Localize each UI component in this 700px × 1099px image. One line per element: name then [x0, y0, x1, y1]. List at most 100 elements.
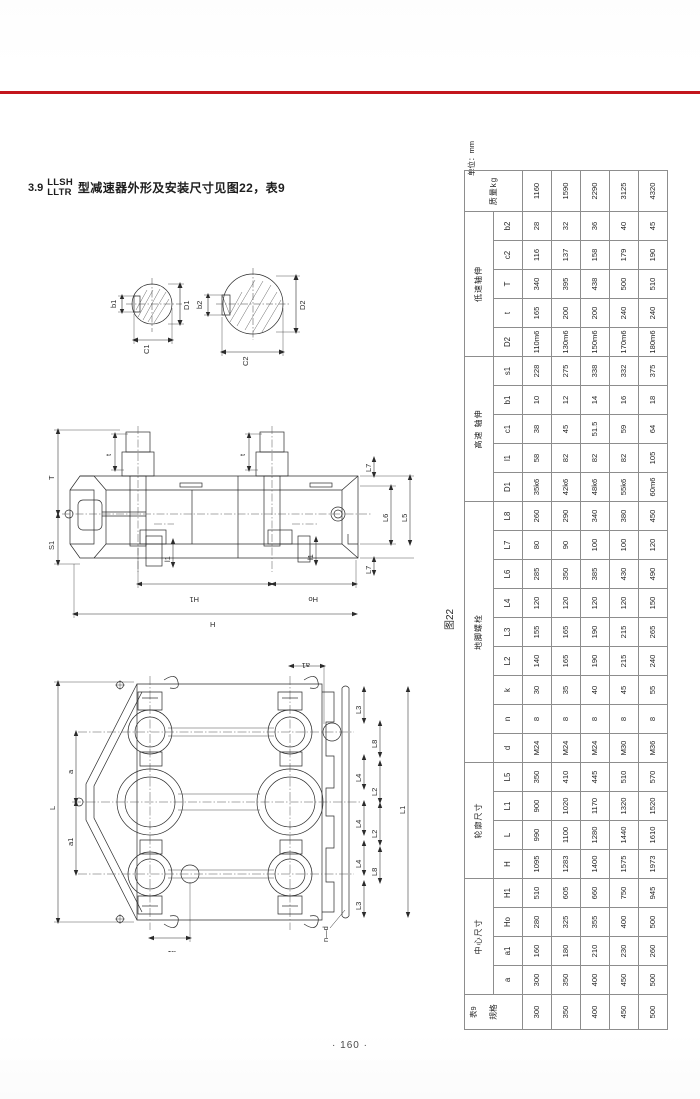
- header-rule: [0, 91, 700, 94]
- spec-cell: 165: [551, 646, 581, 676]
- spec-cell: 8: [522, 704, 552, 734]
- spec-cell: 8: [609, 704, 639, 734]
- spec-cell: 275: [551, 356, 581, 386]
- spec-cell: 150: [638, 588, 668, 618]
- section-heading-text: 型减速器外形及安装尺寸见图22，表9: [77, 181, 286, 196]
- spec-cell: 120: [551, 588, 581, 618]
- model-codes: LLSH LLTR: [47, 178, 73, 198]
- spec-cell: 36: [580, 211, 610, 241]
- dim-label-L8-bottom: L8: [370, 868, 379, 876]
- spec-cell: 8: [580, 704, 610, 734]
- spec-cell: 120: [609, 588, 639, 618]
- spec-column-header: L5: [493, 762, 523, 792]
- spec-column-header: L4: [493, 588, 523, 618]
- model-code-lltr: LLTR: [47, 186, 72, 198]
- spec-column-header: t: [493, 298, 523, 328]
- model-code-llsh: LLSH: [47, 177, 73, 188]
- spec-cell: 355: [580, 907, 610, 937]
- spec-cell: 510: [522, 878, 552, 908]
- spec-cell: 165: [522, 298, 552, 328]
- spec-column-header: T: [493, 269, 523, 299]
- spec-column-header: L1: [493, 791, 523, 821]
- dim-label-D2: D2: [298, 300, 307, 310]
- spec-group-header: 地脚螺栓: [464, 501, 494, 763]
- spec-cell: 350: [551, 559, 581, 589]
- spec-cell: 100: [580, 530, 610, 560]
- spec-cell: 400: [609, 907, 639, 937]
- spec-cell: M24: [580, 733, 610, 763]
- spec-cell: 395: [551, 269, 581, 299]
- spec-cell: 290: [551, 501, 581, 531]
- dim-label-Ho: Ho: [308, 595, 318, 604]
- spec-cell: 500: [638, 965, 668, 995]
- dim-label-L2-2: L2: [370, 830, 379, 838]
- spec-cell: 215: [609, 646, 639, 676]
- spec-column-header: L8: [493, 501, 523, 531]
- spec-cell: 165: [551, 617, 581, 647]
- spec-cell: 240: [638, 298, 668, 328]
- dim-label-D1: D1: [182, 300, 191, 310]
- dim-label-b1: b1: [109, 300, 118, 308]
- spec-cell: 120: [580, 588, 610, 618]
- spec-cell: 3125: [609, 170, 639, 212]
- spec-cell: 445: [580, 762, 610, 792]
- section-heading: 3.9 LLSH LLTR 型减速器外形及安装尺寸见图22，表9: [28, 178, 285, 198]
- spec-cell: 1520: [638, 791, 668, 821]
- spec-cell: 750: [609, 878, 639, 908]
- spec-cell: 338: [580, 356, 610, 386]
- dim-label-L6: L6: [381, 514, 390, 522]
- dim-label-C1: C1: [142, 344, 151, 354]
- spec-cell: 64: [638, 414, 668, 444]
- plan-view-drawing: L a a1 a1 a1 L3 L8 L4 L2 L4 L2 L4 L8 L3 …: [42, 652, 460, 952]
- spec-cell: 130m6: [551, 327, 581, 357]
- elevation-view-drawing: T S1 t t l1 l1 L7 L7 L6 L5 H1 Ho H: [42, 424, 460, 640]
- spec-column-header: d: [493, 733, 523, 763]
- spec-column-header: k: [493, 675, 523, 705]
- spec-cell: 8: [551, 704, 581, 734]
- dim-label-T: T: [47, 475, 56, 480]
- spec-cell: 380: [609, 501, 639, 531]
- spec-column-header: L6: [493, 559, 523, 589]
- spec-cell: 82: [551, 443, 581, 473]
- spec-column-header: a: [493, 965, 523, 995]
- spec-group-header: 轮廓尺寸: [464, 762, 494, 879]
- spec-cell: 265: [638, 617, 668, 647]
- spec-cell: 42k6: [551, 472, 581, 502]
- spec-cell: 410: [551, 762, 581, 792]
- spec-group-header: 质量kg: [464, 170, 523, 212]
- spec-cell: 260: [522, 501, 552, 531]
- spec-column-header: b2: [493, 211, 523, 241]
- spec-row-grade: 500: [638, 994, 668, 1030]
- spec-cell: 990: [522, 820, 552, 850]
- spec-cell: 55k6: [609, 472, 639, 502]
- spec-cell: M36: [638, 733, 668, 763]
- spec-column-header: L3: [493, 617, 523, 647]
- spec-cell: 140: [522, 646, 552, 676]
- section-number: 3.9: [28, 181, 44, 194]
- spec-cell: 58: [522, 443, 552, 473]
- dim-label-H: H: [210, 620, 215, 629]
- dim-label-L5: L5: [400, 514, 409, 522]
- spec-cell: 8: [638, 704, 668, 734]
- spec-cell: 1100: [551, 820, 581, 850]
- spec-cell: 430: [609, 559, 639, 589]
- spec-cell: 82: [580, 443, 610, 473]
- spec-column-header: D1: [493, 472, 523, 502]
- spec-cell: 200: [580, 298, 610, 328]
- spec-cell: 240: [609, 298, 639, 328]
- dim-label-l1-left: l1: [163, 556, 172, 562]
- spec-cell: 1440: [609, 820, 639, 850]
- dim-label-L7-bottom: L7: [364, 566, 373, 574]
- spec-cell: M24: [522, 733, 552, 763]
- spec-cell: 2290: [580, 170, 610, 212]
- spec-cell: 332: [609, 356, 639, 386]
- spec-cell: 1095: [522, 849, 552, 879]
- spec-cell: 30: [522, 675, 552, 705]
- spec-cell: 59: [609, 414, 639, 444]
- spec-cell: 110m6: [522, 327, 552, 357]
